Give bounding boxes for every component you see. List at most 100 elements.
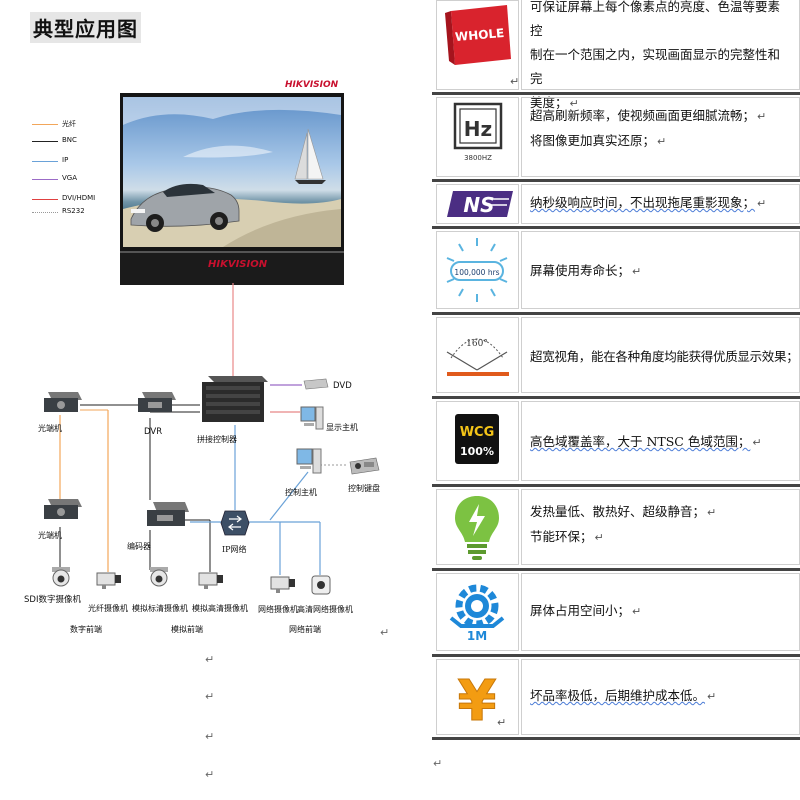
angle-icon-text: 160° xyxy=(466,339,488,349)
space-gear-icon: 1M xyxy=(449,584,505,643)
optical-transceiver-icon xyxy=(44,499,82,519)
analog-hd-box-camera-icon xyxy=(198,572,223,589)
sdi-dome-camera-icon xyxy=(52,567,70,587)
feature-row-uniformity: WHOLE ↵ 可保证屏幕上每个像素点的亮度、色温等要素控 制在一个范围之内，实… xyxy=(432,0,800,110)
display-host-icon xyxy=(300,406,324,430)
analog-hd-camera-label: 模拟高清摄像机 xyxy=(192,604,248,613)
row-divider xyxy=(432,654,800,657)
feature-icon-cell: 1M xyxy=(436,573,519,651)
feature-row-cost: ¥ ↵ 坏品率极低，后期维护成本低。↵ xyxy=(432,659,800,735)
legend-label: RS232 xyxy=(62,207,85,215)
feature-text-line: 高色域覆盖率，大于 NTSC 色域范围； xyxy=(530,434,751,449)
analog-sd-dome-camera-icon xyxy=(150,567,168,587)
legend-line xyxy=(32,199,58,200)
feature-text-line: 超高刷新频率，使视频画面更细腻流畅； xyxy=(530,108,756,123)
ip-network-switch-icon xyxy=(220,510,250,536)
row-divider xyxy=(432,179,800,182)
paragraph-mark: ↵ xyxy=(757,197,767,210)
wcg-icon-text: WCG xyxy=(460,425,495,440)
paragraph-mark: ↵ xyxy=(594,531,604,544)
control-host-icon xyxy=(296,448,322,474)
feature-text-cell: 发热量低、散热好、超级静音；↵ 节能环保；↵ xyxy=(521,489,800,565)
feature-text-line: 屏幕使用寿命长； xyxy=(530,263,631,278)
legend-label: VGA xyxy=(62,174,78,182)
feature-row-viewing-angle: 160° 超宽视角，能在各种角度均能获得优质显示效果；↵ xyxy=(432,317,800,393)
splice-controller-label: 拼接控制器 xyxy=(197,435,237,444)
row-divider xyxy=(432,226,800,229)
fiber-camera-label: 光纤摄像机 xyxy=(88,604,128,613)
feature-row-response: NS 纳秒级响应时间，不出现拖尾重影现象；↵ xyxy=(432,184,800,224)
display-host-label: 显示主机 xyxy=(326,423,358,432)
paragraph-mark: ↵ xyxy=(205,768,215,781)
whole-icon-text: WHOLE xyxy=(454,26,504,44)
row-divider xyxy=(432,568,800,571)
seaside-car-image xyxy=(123,97,341,247)
paragraph-mark: ↵ xyxy=(752,436,762,449)
optical-transceiver-label-1: 光端机 xyxy=(38,424,62,433)
feature-text-line: 屏体占用空间小； xyxy=(530,603,631,618)
yen-cost-icon: ¥ xyxy=(457,669,497,735)
dvd-player-icon xyxy=(303,378,329,390)
feature-row-lifetime: 100,000 hrs 屏幕使用寿命长；↵ xyxy=(432,231,800,309)
network-camera-label: 网络摄像机 xyxy=(258,605,298,614)
hz-icon-text: Hz xyxy=(464,117,492,141)
hd-network-camera-icon xyxy=(311,575,331,595)
feature-icon-cell: Hz 3800HZ xyxy=(436,97,519,177)
paragraph-mark: ↵ xyxy=(707,506,717,519)
feature-text-cell: 超宽视角，能在各种角度均能获得优质显示效果；↵ xyxy=(521,317,800,393)
paragraph-mark: ↵ xyxy=(433,757,443,770)
paragraph-mark: ↵ xyxy=(657,135,667,148)
analog-sd-camera-label: 模拟标清摄像机 xyxy=(132,604,188,613)
video-wall-bezel: HIKVISION xyxy=(120,251,344,285)
control-keyboard-label: 控制键盘 xyxy=(348,484,380,493)
paragraph-mark: ↵ xyxy=(632,265,642,278)
feature-text-line: 可保证屏幕上每个像素点的亮度、色温等要素控 xyxy=(530,0,781,38)
page-title: 典型应用图 xyxy=(30,12,141,43)
feature-text-cell: 高色域覆盖率，大于 NTSC 色域范围；↵ xyxy=(521,401,800,481)
control-host-label: 控制主机 xyxy=(285,488,317,497)
feature-text-line: 制在一个范围之内，实现画面显示的完整性和完 xyxy=(530,47,781,86)
feature-text-cell: 可保证屏幕上每个像素点的亮度、色温等要素控 制在一个范围之内，实现画面显示的完整… xyxy=(521,0,800,110)
optical-transceiver-icon xyxy=(44,392,82,412)
sdi-camera-label: SDI数字摄像机 xyxy=(24,595,81,605)
optical-transceiver-label-2: 光端机 xyxy=(38,531,62,540)
feature-text-line: 节能环保； xyxy=(530,529,593,544)
feature-icon-cell: 100,000 hrs xyxy=(436,231,519,309)
dvr-label: DVR xyxy=(144,427,163,437)
splice-controller-icon xyxy=(202,376,268,422)
feature-text-line: 发热量低、散热好、超级静音； xyxy=(530,504,706,519)
legend-line xyxy=(32,161,58,162)
whole-icon: WHOLE xyxy=(445,5,511,65)
paragraph-mark: ↵ xyxy=(380,626,390,639)
feature-text-line: 超宽视角，能在各种角度均能获得优质显示效果； xyxy=(530,349,799,364)
hz-refresh-icon: Hz 3800HZ xyxy=(453,102,503,162)
row-divider xyxy=(432,737,800,740)
eco-bulb-icon xyxy=(455,496,499,560)
network-front-label: 网络前端 xyxy=(289,625,321,634)
feature-text-line: 美度； xyxy=(530,95,568,110)
dvr-icon xyxy=(138,392,176,412)
paragraph-mark: ↵ xyxy=(205,653,215,666)
paragraph-mark: ↵ xyxy=(205,690,215,703)
row-divider xyxy=(432,92,800,95)
wcg-color-gamut-icon: WCG 100% xyxy=(455,414,499,464)
legend-line xyxy=(32,179,58,180)
paragraph-mark: ↵ xyxy=(497,716,507,729)
feature-table: WHOLE ↵ 可保证屏幕上每个像素点的亮度、色温等要素控 制在一个范围之内，实… xyxy=(432,0,800,740)
video-wall-screen xyxy=(123,97,341,247)
paragraph-mark: ↵ xyxy=(118,26,128,39)
feature-text-line: 纳秒级响应时间，不出现拖尾重影现象； xyxy=(530,195,756,210)
legend-line xyxy=(32,212,58,213)
feature-text-cell: 超高刷新频率，使视频画面更细腻流畅；↵ 将图像更加真实还原；↵ xyxy=(521,97,800,177)
feature-text-cell: 屏体占用空间小；↵ xyxy=(521,573,800,651)
brand-logo-top: HIKVISION xyxy=(285,80,339,90)
feature-icon-cell: 160° xyxy=(436,317,519,393)
row-divider xyxy=(432,312,800,315)
digital-front-label: 数字前端 xyxy=(70,625,102,634)
brand-logo-bezel: HIKVISION xyxy=(208,259,268,270)
feature-icon-cell xyxy=(436,489,519,565)
legend-label: 光纤 xyxy=(62,120,76,128)
analog-front-label: 模拟前端 xyxy=(171,625,203,634)
row-divider xyxy=(432,396,800,399)
ns-response-icon: NS xyxy=(447,191,513,217)
